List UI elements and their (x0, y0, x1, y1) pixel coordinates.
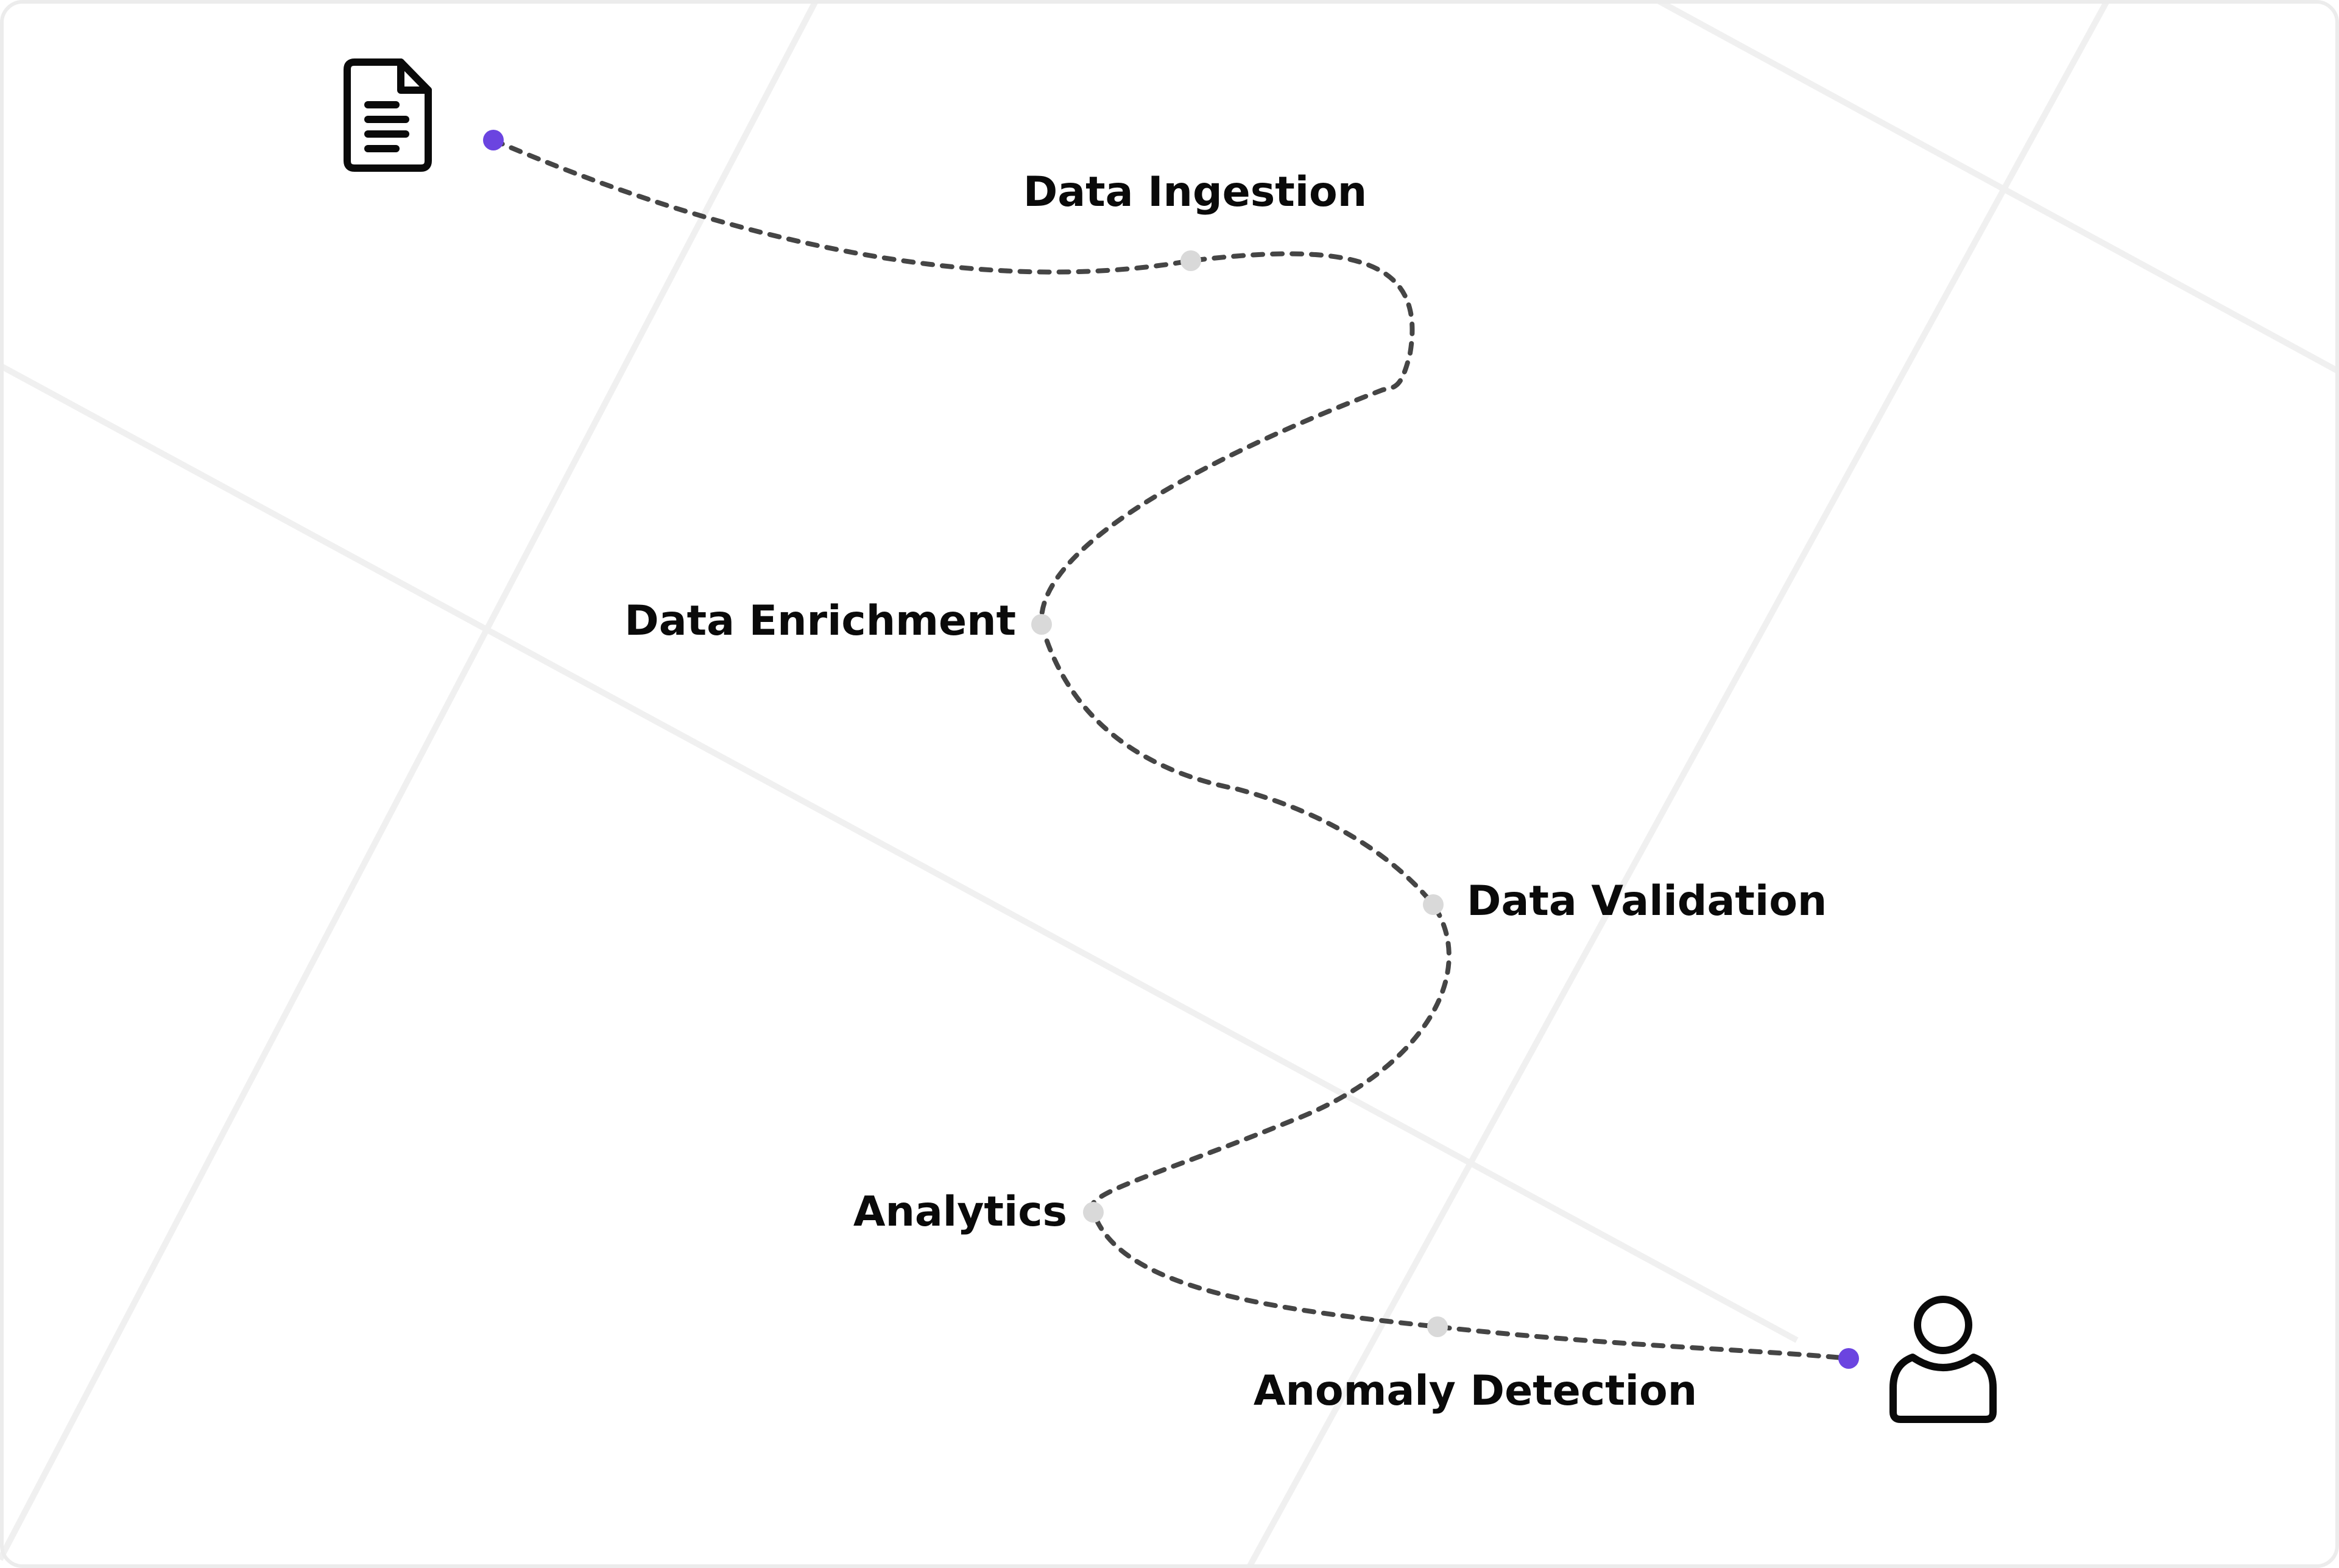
grid-line (1246, 0, 2111, 1568)
user-icon (1889, 1296, 1997, 1423)
document-icon (344, 58, 432, 172)
stage-label-validation: Data Validation (1467, 877, 1827, 925)
waypoint-enrichment (1031, 614, 1052, 635)
stage-label-ingestion: Data Ingestion (1023, 168, 1367, 216)
grid-line (0, 362, 1799, 1343)
waypoint-ingestion (1180, 250, 1201, 271)
stage-label-enrichment: Data Enrichment (624, 597, 1016, 645)
grid-line (0, 0, 819, 1561)
grid-line (1655, 0, 2339, 375)
stage-label-anomaly: Anomaly Detection (1254, 1367, 1697, 1415)
waypoint-analytics (1083, 1202, 1104, 1223)
waypoint-validation (1423, 894, 1444, 915)
source-endpoint-dot (483, 130, 504, 150)
stage-label-analytics: Analytics (853, 1188, 1067, 1236)
destination-endpoint-dot (1838, 1348, 1859, 1369)
waypoint-anomaly (1427, 1316, 1448, 1337)
flow-path (491, 138, 1851, 1361)
